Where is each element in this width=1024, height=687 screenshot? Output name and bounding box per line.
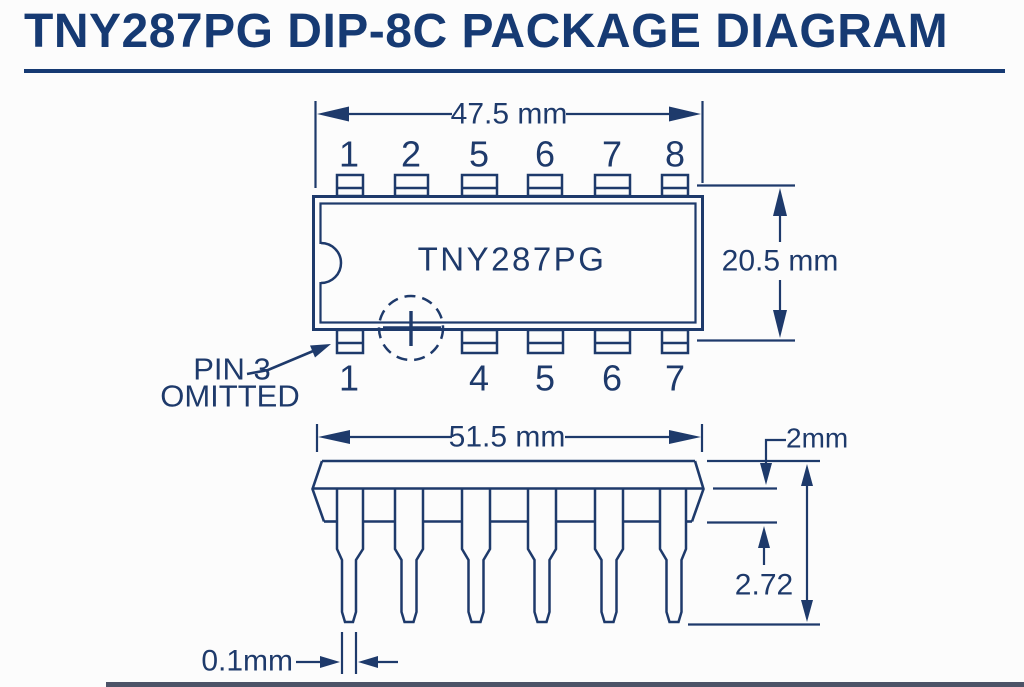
pin3-note-line2: OMITTED xyxy=(160,379,300,414)
pin1-index-notch xyxy=(320,241,343,285)
pin xyxy=(593,173,632,198)
pin-number: 2 xyxy=(401,134,421,175)
title-underline xyxy=(24,69,1005,73)
pin xyxy=(526,173,564,198)
lead-tip-dimension: 0.1mm xyxy=(201,632,398,678)
pin xyxy=(335,173,365,198)
lead-length-label: 2.72 xyxy=(735,569,793,602)
omitted-pin-marker-circle xyxy=(377,294,445,362)
top-pin-row: 1 2 5 6 7 8 xyxy=(335,134,690,198)
pin-number: 8 xyxy=(665,134,685,175)
top-height-dimension: 20.5 mm xyxy=(697,184,839,342)
arrowhead-right xyxy=(669,106,701,122)
side-pins xyxy=(335,488,688,624)
top-width-dimension: 47.5 mm xyxy=(314,98,704,188)
arrowhead-down xyxy=(773,310,787,338)
package-body: TNY287PG xyxy=(312,195,704,331)
cap-dimension-leader xyxy=(764,438,786,466)
arrowhead-right xyxy=(669,430,701,444)
top-width-dimension-label: 47.5 mm xyxy=(451,98,568,131)
side-pin xyxy=(658,488,688,624)
arrowhead-left xyxy=(318,430,350,444)
pin-number: 4 xyxy=(469,358,489,399)
arrowhead-down xyxy=(760,463,772,485)
pin3-note-line1: PIN 3 xyxy=(193,352,271,387)
pin xyxy=(460,328,499,355)
arrowhead-up xyxy=(773,188,787,216)
side-pin xyxy=(393,488,425,624)
omitted-pin-marker xyxy=(377,294,445,362)
pin-number: 1 xyxy=(339,134,359,175)
arrowhead-right xyxy=(320,656,340,668)
pin3-note-leader xyxy=(246,347,319,376)
arrowhead-left xyxy=(317,106,349,122)
pin xyxy=(660,173,690,198)
pin3-note: PIN 3 OMITTED xyxy=(160,344,331,414)
body-left-bevel xyxy=(311,460,326,522)
pin xyxy=(660,328,690,355)
lead-length-dimension: 2.72 xyxy=(688,464,820,626)
pin-number: 7 xyxy=(665,358,685,399)
cap-thickness-label: 2mm xyxy=(786,423,848,454)
pin3-note-arrowhead xyxy=(310,344,331,358)
arrowhead-up xyxy=(758,526,770,548)
pin-number: 6 xyxy=(602,358,622,399)
side-view: 51.5 mm xyxy=(201,421,848,678)
bottom-edge-artifact xyxy=(106,682,1024,687)
pin xyxy=(335,328,365,355)
top-height-dimension-label: 20.5 mm xyxy=(722,245,839,278)
page-title: TNY287PG DIP-8C PACKAGE DIAGRAM xyxy=(24,5,949,58)
side-pin xyxy=(526,488,558,624)
arrowhead-up xyxy=(801,464,813,486)
pin-number: 7 xyxy=(602,134,622,175)
pin-number: 6 xyxy=(535,134,555,175)
side-body xyxy=(311,459,705,523)
pin xyxy=(393,173,430,198)
side-pin xyxy=(593,488,625,624)
pin-number: 5 xyxy=(469,134,489,175)
cap-thickness-dimension: 2mm xyxy=(707,423,848,490)
side-width-dimension-label: 51.5 mm xyxy=(449,421,566,454)
body-outline-outer xyxy=(312,195,704,331)
lead-tip-label: 0.1mm xyxy=(201,645,293,678)
side-width-dimension: 51.5 mm xyxy=(315,421,704,454)
arrowhead-left xyxy=(358,656,378,668)
pin-number: 1 xyxy=(339,358,359,399)
arrowhead-down xyxy=(801,600,813,622)
pin-number: 5 xyxy=(535,358,555,399)
top-view: 47.5 mm 1 2 5 6 7 8 xyxy=(160,98,838,414)
side-pin xyxy=(460,488,492,624)
pin xyxy=(460,173,499,198)
notch-blank xyxy=(318,244,344,282)
pin xyxy=(526,328,565,355)
pin xyxy=(593,328,632,355)
chip-label: TNY287PG xyxy=(418,241,607,278)
side-pin xyxy=(335,488,365,624)
body-right-bevel xyxy=(690,460,705,522)
bottom-pin-row: 1 4 5 6 7 xyxy=(335,328,690,399)
